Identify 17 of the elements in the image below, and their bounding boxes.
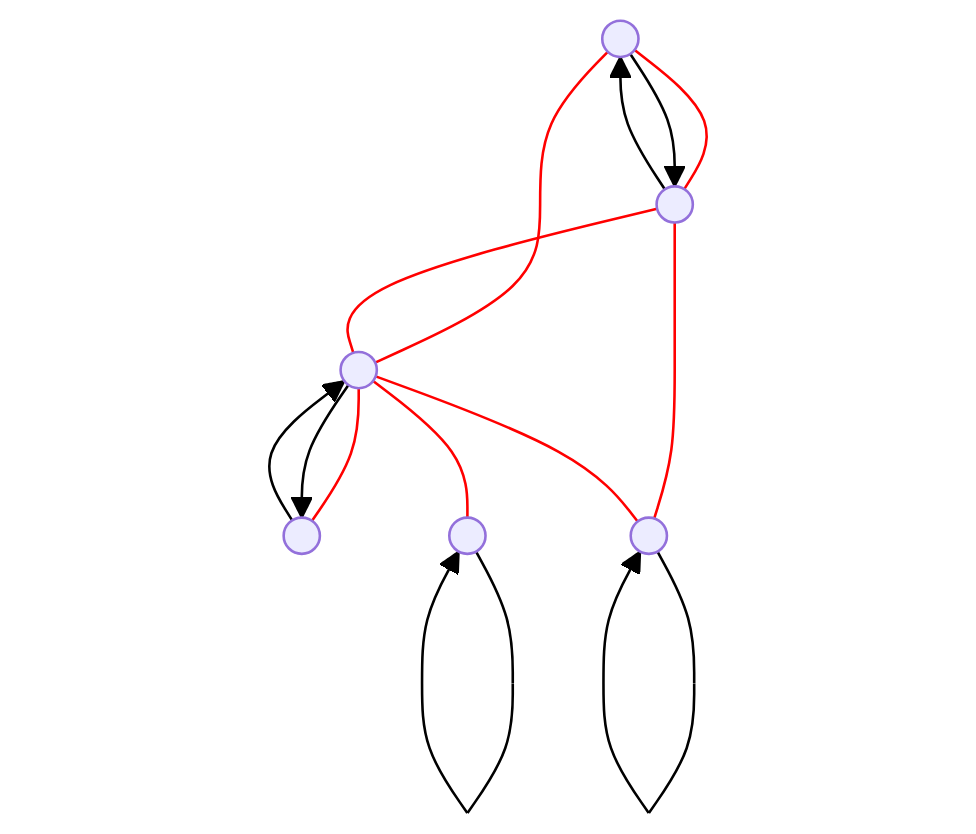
connector [653, 222, 676, 519]
node-circle [448, 516, 487, 556]
arrow [290, 384, 350, 519]
connector [633, 48, 708, 190]
node-circle [600, 19, 640, 59]
node-circle [339, 350, 379, 390]
connector [374, 50, 609, 364]
node-circle [629, 516, 669, 556]
connector [346, 207, 658, 354]
arrow [629, 53, 687, 188]
node-circle [282, 516, 322, 556]
connector [310, 388, 360, 522]
arrow [268, 380, 346, 522]
node-circle [655, 185, 695, 224]
arrow [608, 55, 666, 191]
connector [372, 380, 469, 518]
connector [375, 375, 639, 523]
